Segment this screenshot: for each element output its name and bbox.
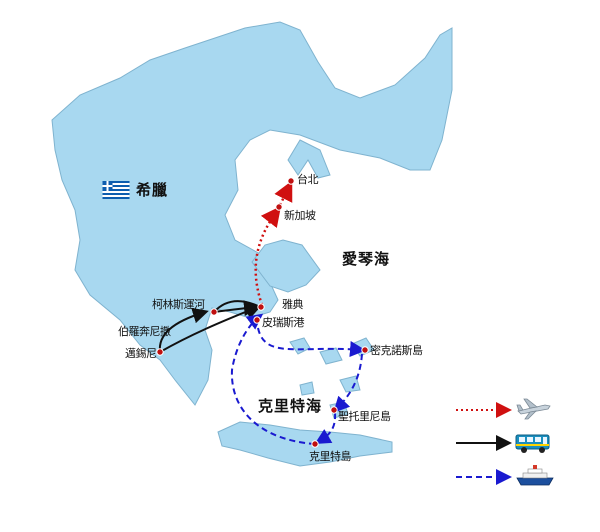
singapore-dot — [275, 203, 283, 211]
mycenae-label: 邁錫尼 — [125, 347, 157, 360]
country-label: 希臘 — [136, 181, 169, 199]
greece-flag-icon — [102, 181, 130, 199]
airplane-icon — [516, 398, 551, 420]
santorini-dot — [330, 406, 338, 414]
crete-dot — [311, 440, 319, 448]
singapore-label: 新加坡 — [284, 209, 316, 222]
bus-route — [158, 300, 262, 353]
mycenae-dot — [156, 348, 164, 356]
aegean-sea-label: 愛琴海 — [342, 250, 391, 268]
crete-island — [217, 421, 393, 467]
santorini-label: 聖托里尼島 — [338, 410, 391, 423]
island-d — [299, 381, 315, 396]
peloponnese-label: 伯羅奔尼撒 — [118, 325, 171, 338]
piraeus-dot — [253, 316, 261, 324]
island-b — [319, 347, 343, 365]
euboea-island — [251, 239, 321, 293]
legend-lines — [456, 402, 512, 485]
island-a — [289, 337, 311, 355]
corinth-canal-label: 柯林斯運河 — [152, 298, 205, 311]
crete-label: 克里特島 — [309, 450, 352, 463]
island-c — [339, 375, 361, 393]
bus-icon — [515, 434, 550, 453]
mainland-greece — [51, 21, 453, 406]
taipei-label: 台北 — [297, 173, 319, 186]
mykonos-dot — [361, 346, 369, 354]
athens-dot — [257, 303, 265, 311]
piraeus-label: 皮瑞斯港 — [262, 316, 305, 329]
ship-route — [230, 313, 366, 445]
land-masses — [51, 21, 453, 467]
city-dots — [156, 177, 369, 448]
flight-route — [254, 180, 293, 306]
chalkidiki — [287, 139, 331, 179]
taipei-dot — [287, 177, 295, 185]
cretan-sea-label: 克里特海 — [258, 397, 323, 415]
athens-label: 雅典 — [282, 298, 304, 311]
corinth-dot — [210, 308, 218, 316]
ship-icon — [516, 465, 554, 486]
mykonos-label: 密克諾斯島 — [370, 344, 423, 357]
